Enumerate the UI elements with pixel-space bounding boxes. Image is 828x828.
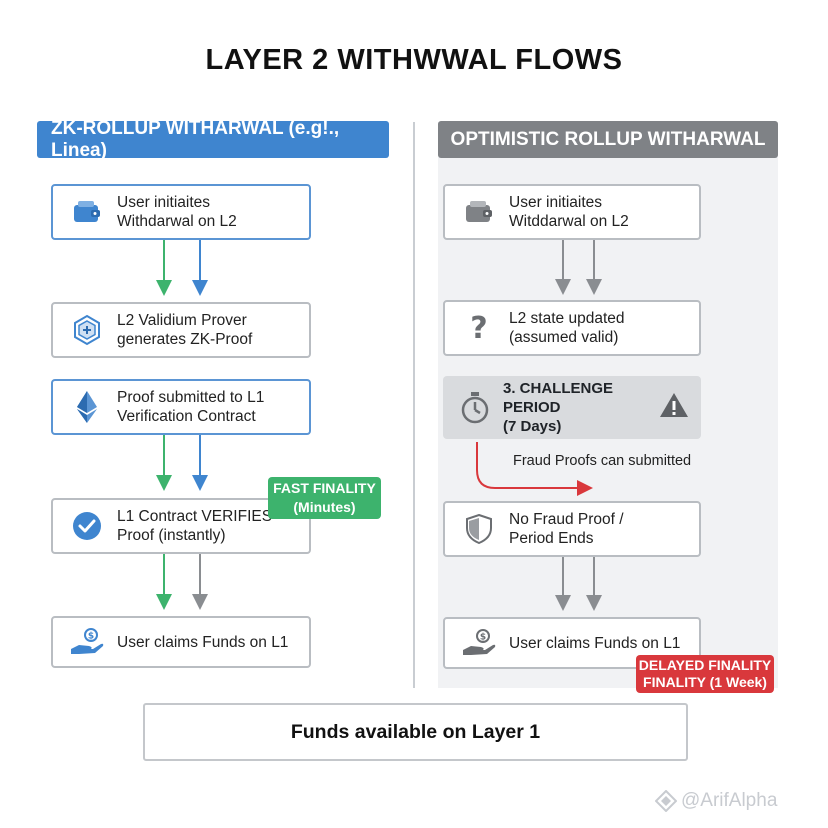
wallet-icon bbox=[457, 199, 501, 225]
svg-text:$: $ bbox=[480, 633, 486, 643]
zk-step-claim: $ User claims Funds on L1 bbox=[51, 616, 311, 668]
delayed-finality-badge: DELAYED FINALITY FINALITY (1 Week) bbox=[636, 655, 774, 693]
zk-step-verify-text: L1 Contract VERIFIES Proof (instantly) bbox=[117, 508, 273, 544]
shield-icon bbox=[457, 514, 501, 544]
zk-step-prover: L2 Validium Prover generates ZK-Proof bbox=[51, 302, 311, 358]
hand-coin-icon: $ bbox=[65, 627, 109, 657]
op-step-initiate-text: User initiaites Witddarwal on L2 bbox=[509, 194, 629, 230]
svg-text:$: $ bbox=[88, 632, 94, 642]
watermark: @ArifAlpha bbox=[655, 790, 777, 812]
zk-rollup-header: ZK-ROLLUP WITHARWAL (e.g!., Linea) bbox=[37, 118, 389, 161]
svg-text:?: ? bbox=[470, 312, 487, 344]
challenge-period-box: 3. CHALLENGE PERIOD (7 Days) bbox=[443, 376, 701, 439]
op-step-state: ? L2 state updated (assumed valid) bbox=[443, 300, 701, 356]
stopwatch-icon bbox=[455, 391, 495, 425]
zk-step-initiate: User initiaites Withdarwal on L2 bbox=[51, 184, 311, 240]
zk-step-prover-text: L2 Validium Prover generates ZK-Proof bbox=[117, 312, 253, 348]
zk-step-submit: Proof submitted to L1 Verification Contr… bbox=[51, 379, 311, 435]
watermark-text: @ArifAlpha bbox=[681, 790, 778, 811]
zk-step-initiate-text: User initiaites Withdarwal on L2 bbox=[117, 194, 237, 230]
fraud-proof-arrow bbox=[476, 442, 593, 496]
zk-step-claim-text: User claims Funds on L1 bbox=[117, 633, 289, 651]
zk-step-verify: L1 Contract VERIFIES Proof (instantly) bbox=[51, 498, 311, 554]
zk-step-submit-text: Proof submitted to L1 Verification Contr… bbox=[117, 389, 265, 425]
ethereum-icon bbox=[65, 390, 109, 424]
challenge-period-text: 3. CHALLENGE PERIOD (7 Days) bbox=[502, 380, 613, 435]
op-step-claim: $ User claims Funds on L1 bbox=[443, 617, 701, 669]
diagram-title: LAYER 2 WITHWWAL FLOWS bbox=[205, 44, 623, 76]
column-divider bbox=[413, 122, 415, 688]
op-step-period-ends-text: No Fraud Proof / Period Ends bbox=[509, 511, 624, 547]
optimistic-rollup-header: OPTIMISTIC ROLLUP WITHARWAL bbox=[438, 121, 778, 158]
op-step-claim-text: User claims Funds on L1 bbox=[509, 634, 681, 652]
warning-icon bbox=[659, 392, 689, 423]
chip-icon bbox=[65, 314, 109, 346]
hand-coin-icon: $ bbox=[457, 628, 501, 658]
fraud-proofs-label: Fraud Proofs can submitted bbox=[513, 453, 692, 469]
check-circle-icon bbox=[65, 510, 109, 542]
op-step-initiate: User initiaites Witddarwal on L2 bbox=[443, 184, 701, 240]
funds-available-box: Funds available on Layer 1 bbox=[143, 703, 688, 761]
fast-finality-badge: FAST FINALITY (Minutes) bbox=[268, 477, 381, 519]
watermark-logo-icon bbox=[655, 790, 677, 812]
question-icon: ? bbox=[457, 312, 501, 344]
op-step-state-text: L2 state updated (assumed valid) bbox=[509, 310, 625, 346]
op-step-period-ends: No Fraud Proof / Period Ends bbox=[443, 501, 701, 557]
wallet-icon bbox=[65, 199, 109, 225]
